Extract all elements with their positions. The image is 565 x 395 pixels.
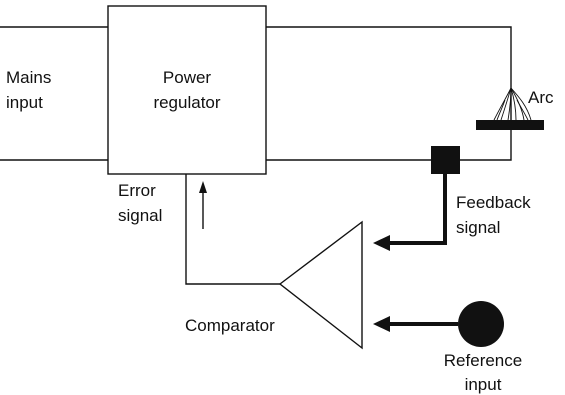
feedback-arrow-head — [373, 235, 390, 251]
workpiece-plate — [476, 120, 544, 130]
error-signal-label-line1: Error — [118, 181, 156, 200]
reference-input-label-line2: input — [465, 375, 502, 394]
reference-arrow-head — [373, 316, 390, 332]
mains-input-label-line1: Mains — [6, 68, 51, 87]
error-signal-arrow-head — [199, 181, 207, 193]
error-signal-label-line2: signal — [118, 206, 162, 225]
reference-input-source — [458, 301, 504, 347]
feedback-sensor — [431, 146, 460, 174]
output-wire-top — [266, 26, 512, 120]
feedback-signal-line — [390, 174, 447, 245]
reference-input-label-line1: Reference — [444, 351, 522, 370]
power-regulator-label-line1: Power — [163, 68, 212, 87]
arc-spark-icon — [493, 87, 532, 121]
mains-input-label-line2: input — [6, 93, 43, 112]
feedback-signal-label-line2: signal — [456, 218, 500, 237]
arc-label: Arc — [528, 88, 554, 107]
comparator-label: Comparator — [185, 316, 275, 335]
power-regulator-block — [107, 5, 267, 175]
power-regulator-label-line2: regulator — [153, 93, 220, 112]
output-wire-bottom — [266, 130, 512, 161]
feedback-signal-label-line1: Feedback — [456, 193, 531, 212]
comparator-block — [278, 220, 363, 350]
error-signal-line — [185, 174, 280, 285]
